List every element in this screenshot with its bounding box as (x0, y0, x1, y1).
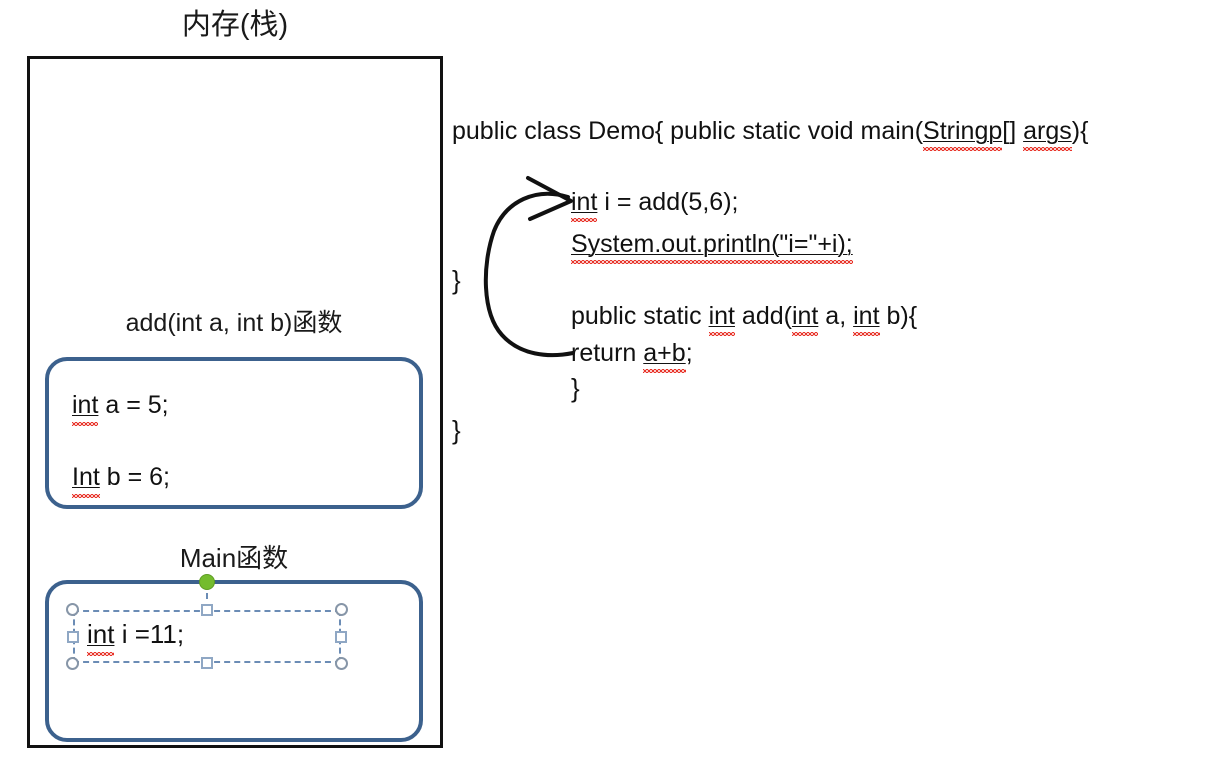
code-declare-i-rest: i = add(5,6); (597, 188, 739, 216)
code-misspelled-println: System.out.println("i="+i); (571, 230, 853, 258)
variable-a-value: a = 5; (98, 391, 169, 419)
code-line-add-signature: public static int add(int a, int b){ (571, 300, 917, 332)
resize-handle-bottom-left[interactable] (66, 657, 79, 670)
code-line-return: return a+b; (571, 337, 693, 369)
variable-b-value: b = 6; (99, 463, 170, 491)
resize-handle-middle-right[interactable] (335, 630, 347, 643)
code-return-keyword: return (571, 339, 644, 367)
rotation-handle-stem (206, 582, 210, 610)
code-class-between: [] (1002, 117, 1024, 145)
code-close-brace-main: } (452, 265, 461, 295)
arrow-curve-path (483, 191, 575, 358)
variable-i-line: int i =11; (87, 618, 184, 650)
resize-handle-top-right[interactable] (335, 603, 348, 616)
code-line-declare-i: int i = add(5,6); (571, 186, 738, 218)
main-frame-caption-text: Main函数 (179, 543, 289, 573)
variable-a-line: int a = 5; (72, 390, 169, 420)
rotation-handle-icon[interactable] (199, 574, 215, 590)
resize-handle-bottom-center[interactable] (201, 657, 213, 669)
code-close-brace-class: } (452, 415, 461, 445)
memory-stack-title: 内存(栈) (181, 9, 289, 41)
code-add-sig-2: add( (734, 302, 792, 330)
variable-a-type: int (72, 391, 99, 419)
code-line-class-declaration: public class Demo{ public static void ma… (452, 115, 1088, 147)
code-add-sig-6: b){ (879, 302, 918, 330)
code-close-brace-method: } (571, 373, 580, 403)
code-misspelled-int-i: int (571, 188, 598, 216)
variable-b-line: Int b = 6; (72, 462, 170, 492)
call-return-flow-arrow (483, 176, 575, 358)
code-line-println: System.out.println("i="+i); (571, 228, 853, 260)
add-frame-caption: add(int a, int b)函数 (45, 306, 423, 340)
resize-handle-top-left[interactable] (66, 603, 79, 616)
code-misspelled-stringp: Stringp (923, 117, 1003, 145)
code-class-suffix: ){ (1071, 117, 1089, 145)
variable-i-type: int (87, 619, 115, 649)
resize-handle-bottom-right[interactable] (335, 657, 348, 670)
code-misspelled-int-3: int (853, 302, 880, 330)
arrow-head-icon (526, 176, 573, 221)
code-misspelled-int-2: int (791, 302, 819, 330)
code-misspelled-ab: a+b (643, 339, 686, 367)
add-function-frame[interactable] (45, 357, 423, 509)
resize-handle-middle-left[interactable] (67, 630, 79, 643)
code-misspelled-int-1: int (708, 302, 735, 330)
resize-handle-top-center[interactable] (201, 604, 213, 616)
selected-textbox[interactable]: int i =11; (66, 574, 348, 670)
code-add-sig-0: public static (571, 302, 709, 330)
add-frame-caption-text: add(int a, int b)函数 (125, 309, 343, 337)
variable-i-value: i =11; (114, 619, 185, 649)
main-frame-caption: Main函数 (45, 541, 423, 575)
variable-b-type: Int (72, 463, 100, 491)
code-class-prefix: public class Demo{ public static void ma… (452, 117, 924, 145)
code-misspelled-args: args (1023, 117, 1072, 145)
code-return-suffix: ; (685, 339, 693, 367)
code-add-sig-4: a, (818, 302, 854, 330)
